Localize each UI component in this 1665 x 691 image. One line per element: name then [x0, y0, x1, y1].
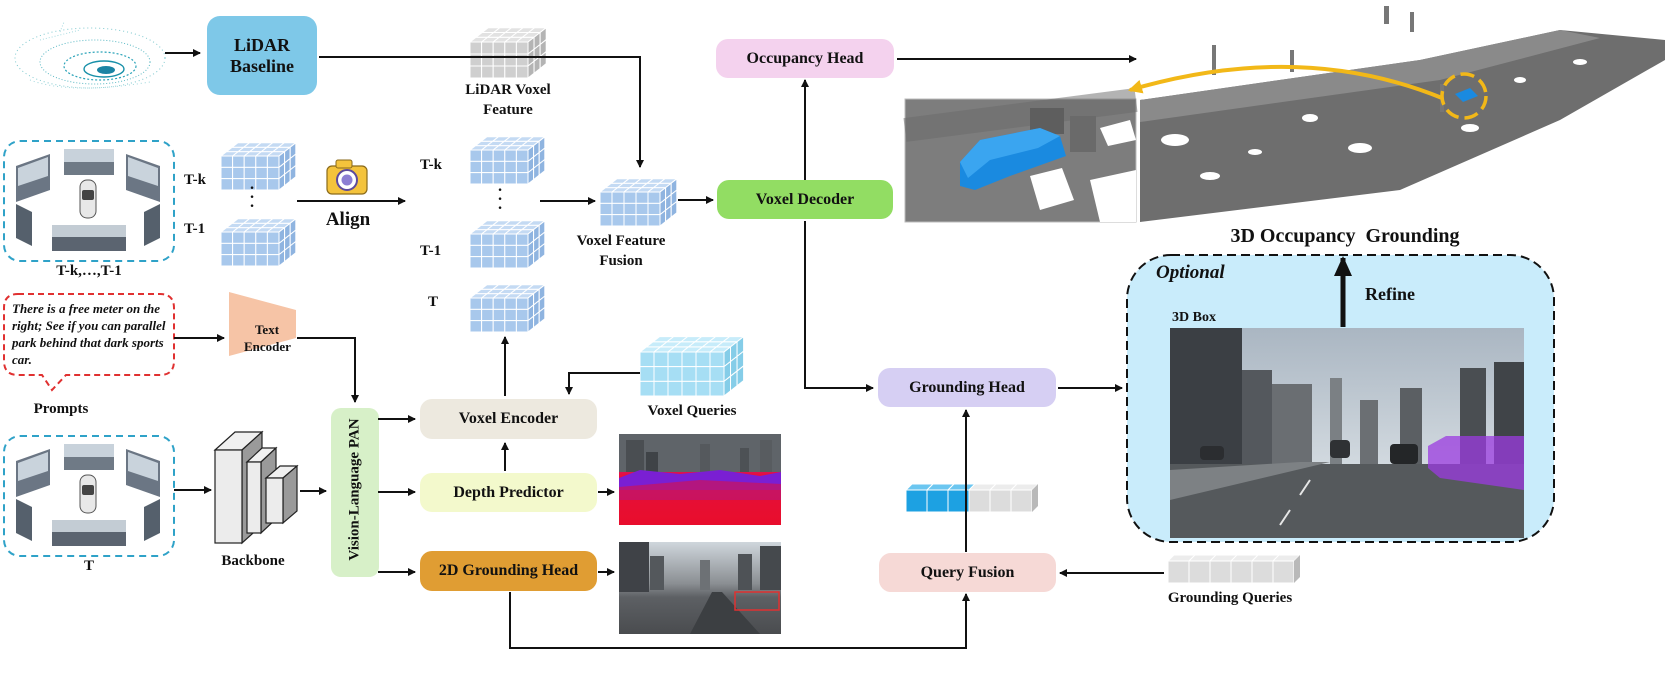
occupancy-map-image: [1140, 6, 1665, 222]
voxel-cube-mid-tk: [468, 135, 547, 186]
past-camera-views: [3, 140, 175, 262]
text-encoder-block: [229, 292, 296, 356]
tk-label-left: T-k: [184, 172, 206, 188]
camera-icon: [326, 159, 368, 195]
current-camera-views: [3, 435, 175, 557]
target-ring: [1440, 72, 1488, 120]
voxel-queries-cube: [638, 335, 746, 398]
lidar-voxel-cube: [468, 26, 548, 80]
occupancy-head-box: Occupancy Head: [716, 39, 894, 78]
voxel-encoder-box: Voxel Encoder: [420, 399, 597, 439]
occupancy-zoom-image: [903, 88, 1138, 223]
fused-query-strip: [904, 483, 1040, 513]
text-encoder-label: Text Encoder: [244, 322, 291, 354]
ellipsis-left: · · ·: [249, 180, 255, 215]
voxel-cube-mid-t1: [468, 219, 547, 270]
lidar-voxel-feature-label: LiDAR Voxel Feature: [465, 82, 551, 118]
voxel-cube-past-tk: [219, 141, 298, 192]
orbit-arrow: [1128, 64, 1443, 100]
prompt-text: There is a free meter on the right; See …: [12, 301, 166, 367]
voxel-cube-mid-t: [468, 283, 547, 334]
depth-map-image: [619, 434, 781, 525]
lidar-point-cloud: [14, 21, 166, 89]
t-label-mid: T: [428, 294, 439, 310]
refine-label: Refine: [1365, 284, 1415, 304]
lidar-baseline-box: LiDAR Baseline: [207, 16, 317, 95]
voxel-cube-fusion: [598, 177, 679, 228]
tk-label-mid: T-k: [420, 157, 442, 173]
prompts-label: Prompts: [33, 401, 89, 417]
grounding-queries-strip: [1166, 554, 1302, 584]
align-label: Align: [325, 209, 371, 230]
grounding-head-box: Grounding Head: [878, 368, 1056, 407]
t1-label-mid: T-1: [420, 243, 442, 259]
depth-predictor-box: Depth Predictor: [420, 473, 597, 512]
voxel-cube-past-t1: [219, 217, 298, 268]
backbone-icon: [213, 430, 299, 545]
prompt-bubble: [3, 293, 175, 392]
connectors: [174, 55, 1164, 649]
past-frames-label: T-k,…,T-1: [56, 263, 122, 279]
vl-pan-block: [331, 408, 379, 577]
query-fusion-box: Query Fusion: [879, 553, 1056, 592]
box-3d-label: 3D Box: [1172, 310, 1216, 325]
backbone-label: Backbone: [221, 553, 285, 569]
voxel-decoder-box: Voxel Decoder: [717, 180, 893, 219]
ellipsis-mid: · · ·: [497, 182, 503, 217]
grounding-2d-head-box: 2D Grounding Head: [420, 551, 597, 591]
grounding-queries-label: Grounding Queries: [1167, 590, 1293, 606]
street-2d-image: [619, 542, 781, 634]
optional-label: Optional: [1156, 262, 1225, 283]
voxel-feature-fusion-label: Voxel Feature Fusion: [576, 233, 666, 269]
current-frame-label: T: [83, 558, 94, 574]
occ-grounding-title: 3D Occupancy Grounding: [1230, 225, 1460, 247]
street-3d-image: [1170, 328, 1524, 538]
t1-label-left: T-1: [184, 221, 206, 237]
vl-pan-label: Vision-Language PAN: [346, 418, 363, 561]
voxel-queries-label: Voxel Queries: [647, 403, 737, 419]
